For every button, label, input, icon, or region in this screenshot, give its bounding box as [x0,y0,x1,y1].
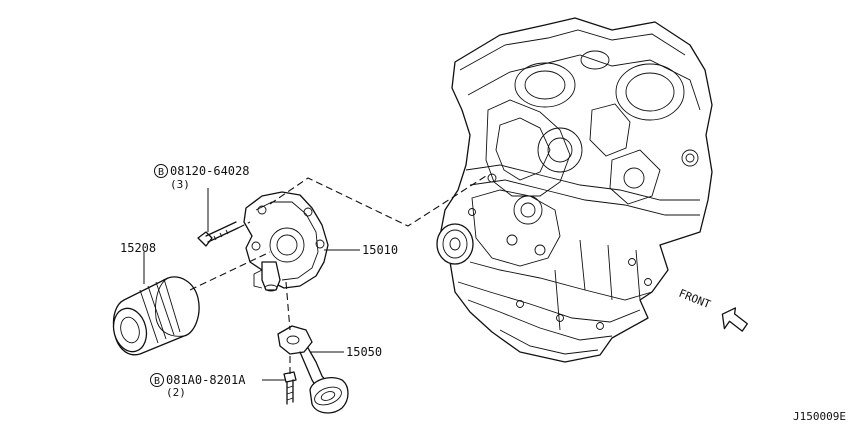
bolt-lower-number: 081A0-8201A [166,373,246,387]
circle-b-icon [154,164,168,178]
front-label: FRONT [677,287,713,312]
engine-block-illustration [436,17,713,363]
oil-filter-number: 15208 [120,241,156,255]
bolt-upper-illustration [197,221,239,247]
strainer-number: 15050 [346,345,382,359]
oil-filter-illustration [112,276,200,356]
assembly-dashed-lines [189,175,487,374]
part-label-oil-pump[interactable]: 15010 [362,243,398,257]
oil-pump-illustration [243,191,329,292]
arrow-icon [721,307,748,332]
part-label-bolt-lower[interactable]: B 081A0-8201A (2) [150,373,247,399]
diagram-code: J150009E [793,410,846,423]
bolt-upper-number: 08120-64028 [170,164,249,178]
leader-lines [143,188,360,381]
bolt-lower-illustration [283,371,297,405]
bolt-symbol: B [154,376,160,387]
oil-pump-number: 15010 [362,243,398,257]
circle-b-icon [150,373,164,387]
part-label-oil-filter[interactable]: 15208 [120,241,156,255]
part-label-strainer[interactable]: 15050 [346,345,382,359]
bolt-symbol: B [158,167,164,178]
bolt-upper-qty: (3) [170,178,190,191]
part-label-bolt-upper[interactable]: B 08120-64028 (3) [154,164,250,191]
bolt-lower-qty: (2) [166,386,186,399]
strainer-illustration [277,325,349,414]
front-direction-indicator: FRONT [677,287,748,332]
